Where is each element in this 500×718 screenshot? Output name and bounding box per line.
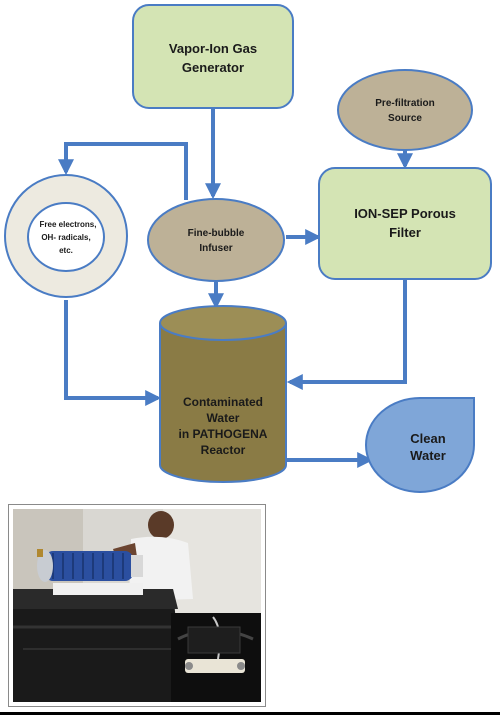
prefiltration-label-1: Pre-filtration — [375, 98, 434, 109]
generator-label-1: Vapor-Ion Gas — [169, 41, 257, 56]
reactor-prototype-photo — [13, 509, 261, 702]
prefiltration-source-ellipse: Pre-filtration Source — [337, 69, 473, 151]
reactor-label-4: Reactor — [201, 443, 246, 457]
radicals-label-2: OH- radicals, — [41, 233, 90, 242]
clean-water-label-2: Water — [410, 448, 446, 463]
prefiltration-label-2: Source — [388, 113, 422, 124]
clean-water-label-1: Clean — [410, 431, 445, 446]
ion-sep-filter-box: ION-SEP Porous Filter — [318, 167, 492, 280]
radicals-label-3: etc. — [59, 246, 73, 255]
clean-water-drop: Clean Water — [365, 397, 475, 493]
infuser-label-1: Fine-bubble — [188, 228, 245, 239]
process-diagram: Vapor-Ion Gas Generator Pre-filtration S… — [4, 4, 492, 493]
reactor-label-3: in PATHOGENA — [179, 427, 268, 441]
fine-bubble-infuser-ellipse: Fine-bubble Infuser — [147, 198, 285, 282]
arrow-filter-to-reactor — [286, 280, 407, 390]
filter-label-2: Filter — [389, 225, 421, 240]
bottom-rule — [0, 712, 500, 715]
pathogena-reactor-cylinder: Contaminated Water in PATHOGENA Reactor — [159, 305, 287, 483]
arrow-radicals-to-reactor — [64, 300, 162, 406]
free-radicals-ring: Free electrons, OH- radicals, etc. — [4, 174, 128, 298]
photo-frame — [8, 504, 266, 707]
connectors — [58, 108, 413, 468]
filter-label-1: ION-SEP Porous — [354, 206, 456, 221]
generator-label-2: Generator — [182, 60, 244, 75]
vapor-ion-generator-box: Vapor-Ion Gas Generator — [132, 4, 294, 109]
infuser-closeup-photo — [171, 613, 261, 702]
reactor-label-1: Contaminated — [183, 395, 263, 409]
reactor-label-2: Water — [207, 411, 240, 425]
infuser-label-2: Infuser — [199, 243, 232, 254]
radicals-label-1: Free electrons, — [40, 220, 97, 229]
arrow-infuser-to-radicals — [58, 142, 188, 200]
